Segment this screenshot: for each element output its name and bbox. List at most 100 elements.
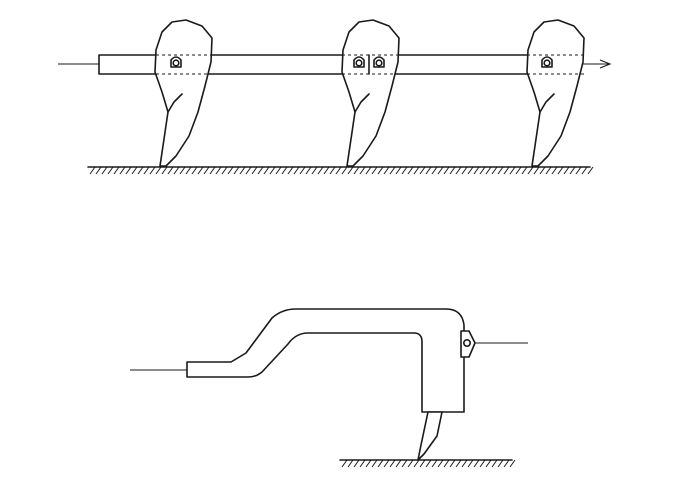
ground-hatch-stroke	[209, 166, 216, 175]
ground-hatch-stroke	[215, 166, 222, 175]
pivot-bracket	[460, 330, 476, 358]
ground-hatch-stroke	[341, 166, 348, 175]
ground-hatch-stroke	[371, 166, 378, 175]
ground-hatch-stroke	[347, 459, 354, 468]
ground-hatch-stroke	[497, 166, 504, 175]
ground-hatch-stroke	[203, 166, 210, 175]
ground-hatch-stroke	[221, 166, 228, 175]
ground-hatch-stroke	[317, 166, 324, 175]
ground-hatch-stroke	[467, 459, 474, 468]
ground-hatch-stroke	[335, 166, 342, 175]
ground-hatch-stroke	[275, 166, 282, 175]
ground-hatch-stroke	[167, 166, 174, 175]
ground-hatch-stroke	[443, 166, 450, 175]
ground-hatch-stroke	[395, 459, 402, 468]
ground-hatch-stroke	[407, 459, 414, 468]
ground-hatch-stroke	[143, 166, 150, 175]
ground-hatch-stroke	[443, 459, 450, 468]
ground-hatch-stroke	[263, 166, 270, 175]
ground-hatch-stroke	[431, 166, 438, 175]
ground-hatch-stroke	[485, 459, 492, 468]
ground-hatch-stroke	[89, 166, 96, 175]
ground-hatch-stroke	[395, 166, 402, 175]
ground-hatch-stroke	[365, 459, 372, 468]
ground-hatch-stroke	[371, 459, 378, 468]
ground-hatch-stroke	[389, 459, 396, 468]
ground-hatch-stroke	[509, 459, 516, 468]
ground-hatch-stroke	[389, 166, 396, 175]
ground-hatch-stroke	[533, 166, 540, 175]
ground-hatch-stroke	[353, 459, 360, 468]
ground-hatch-stroke	[491, 166, 498, 175]
upper-tine-assembly	[58, 19, 612, 175]
ground-hatch-stroke	[137, 166, 144, 175]
ground-hatch-stroke	[461, 166, 468, 175]
ground-hatch-stroke	[233, 166, 240, 175]
ground-hatch-stroke	[281, 166, 288, 175]
ground-hatch-stroke	[431, 459, 438, 468]
curved-tine-icon	[154, 19, 213, 167]
ground-hatch-stroke	[557, 166, 564, 175]
ground-hatch-stroke	[245, 166, 252, 175]
ground-hatch-stroke	[251, 166, 258, 175]
ground-hatch-stroke	[299, 166, 306, 175]
ground-hatch-stroke	[377, 459, 384, 468]
ground-hatch-stroke	[497, 459, 504, 468]
ground-hatch-stroke	[107, 166, 114, 175]
ground-hatch-stroke	[467, 166, 474, 175]
ground-hatch-stroke	[227, 166, 234, 175]
ground-hatch-stroke	[185, 166, 192, 175]
ground-hatch-stroke	[437, 166, 444, 175]
ground-hatch-stroke	[551, 166, 558, 175]
curved-tine-icon	[341, 19, 400, 167]
ground-hatch-stroke	[239, 166, 246, 175]
ground-hatch-stroke	[437, 459, 444, 468]
ground-hatch-stroke	[347, 166, 354, 175]
ground-hatch-stroke	[569, 166, 576, 175]
shank-point-icon	[417, 411, 443, 461]
ground-hatch-stroke	[449, 166, 456, 175]
ground-hatch-stroke	[377, 166, 384, 175]
ground-hatch-stroke	[101, 166, 108, 175]
ground-hatch-stroke	[383, 166, 390, 175]
ground-hatch-stroke	[527, 166, 534, 175]
ground-hatch-stroke	[485, 166, 492, 175]
ground-hatch-stroke	[401, 459, 408, 468]
ground-hatch-stroke	[269, 166, 276, 175]
ground-hatch-stroke	[173, 166, 180, 175]
ground-hatch-stroke	[545, 166, 552, 175]
ground-hatch-stroke	[509, 166, 516, 175]
ground-hatch-stroke	[425, 459, 432, 468]
ground-hatch-stroke	[515, 166, 522, 175]
ground-hatch-stroke	[257, 166, 264, 175]
ground-hatch-stroke	[479, 166, 486, 175]
ground-hatch-stroke	[95, 166, 102, 175]
ground-hatch-stroke	[413, 166, 420, 175]
ground-hatch-stroke	[455, 166, 462, 175]
lower-shank-assembly	[130, 308, 528, 468]
ground-hatch-stroke	[455, 459, 462, 468]
pivot-bolt-icon	[462, 338, 471, 347]
ground-hatch-stroke	[359, 459, 366, 468]
ground-hatch-stroke	[311, 166, 318, 175]
ground-hatch-stroke	[125, 166, 132, 175]
ground-hatch-stroke	[491, 459, 498, 468]
ground-hatch-stroke	[323, 166, 330, 175]
ground-hatch-stroke	[197, 166, 204, 175]
ground-hatch-stroke	[419, 459, 426, 468]
ground-hatch-stroke	[305, 166, 312, 175]
ground-hatch-stroke	[161, 166, 168, 175]
ground-hatch-stroke	[581, 166, 588, 175]
ground-hatch-stroke	[449, 459, 456, 468]
ground-hatch-stroke	[113, 166, 120, 175]
ground-hatch-stroke	[503, 459, 510, 468]
ground-hatch-stroke	[365, 166, 372, 175]
ground-hatch-stroke	[119, 166, 126, 175]
ground-hatch-stroke	[539, 166, 546, 175]
ground-hatch-icon	[339, 459, 516, 468]
ground-hatch-stroke	[287, 166, 294, 175]
ground-hatch-stroke	[413, 459, 420, 468]
bolt-icon	[373, 56, 385, 68]
ground-hatch-stroke	[341, 459, 348, 468]
